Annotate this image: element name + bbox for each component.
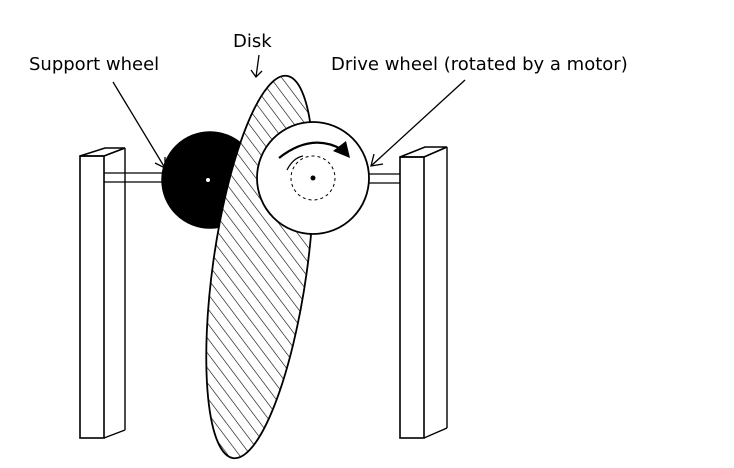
disk-label: Disk (233, 31, 272, 52)
right-axle (368, 173, 400, 184)
drive-wheel-center (310, 175, 316, 181)
disk-leader-head (250, 69, 263, 79)
right-post (399, 146, 448, 439)
drive-wheel-leader-head (370, 153, 384, 167)
drive-wheel-hub-circle (290, 155, 336, 201)
drive-wheel (256, 121, 370, 235)
disk-leader (255, 54, 260, 78)
support-wheel-hub (206, 178, 210, 182)
clockwise-arrow-icon (278, 141, 350, 171)
drive-wheel-label: Drive wheel (rotated by a motor) (331, 54, 628, 75)
support-wheel-leader (112, 81, 166, 169)
left-axle (104, 172, 166, 183)
drive-wheel-leader (370, 79, 466, 167)
support-wheel-leader-head (154, 157, 166, 170)
support-wheel-label: Support wheel (29, 54, 159, 75)
left-post (79, 147, 126, 439)
